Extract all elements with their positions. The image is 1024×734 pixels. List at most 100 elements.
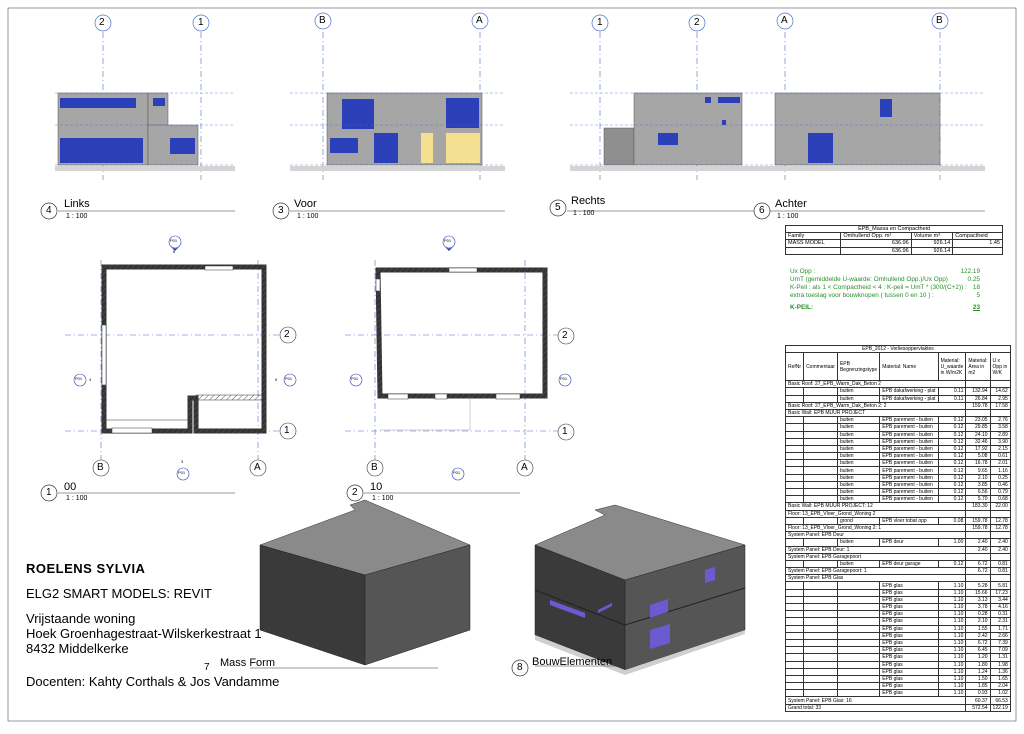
section-marker: P01 [285,376,293,381]
table-cell: 2.10 [965,473,991,482]
table-cell: 1.10 [937,646,967,655]
table-cell [784,495,805,504]
table-cell: 132.94 [965,387,991,396]
table-cell [784,423,805,432]
table-cell [803,394,838,403]
table-cell [784,617,805,626]
bouwelementen-3d [534,504,746,675]
table-cell [784,473,805,482]
table-cell: 0.12 [937,559,967,569]
table-cell [803,653,838,662]
table-cell [836,610,881,619]
table-cell: 0.68 [989,495,1011,504]
view-number: 8 [517,662,523,673]
table-cell [989,380,1011,389]
table-cell: 1.98 [989,660,1011,669]
view-number: 4 [46,205,52,216]
table-cell: 159.78 [965,401,991,410]
table-cell: Floor: 13_EPB_Vloer_Grond_Woning 2: 1 [784,523,967,533]
view-number: 7 [204,662,210,673]
table-cell [803,459,838,468]
table-cell: 1.10 [937,588,967,597]
table-cell: 1.55 [965,624,991,633]
view-scale: 1 : 100 [372,495,394,502]
table-cell [803,495,838,504]
table-cell: EPB glas [879,588,939,597]
table-cell: 0.81 [989,567,1011,576]
plan-00-walls [101,264,267,434]
table-cell: 66.53 [989,696,1011,705]
table-cell: 1.10 [937,667,967,676]
table-cell: EPB glas [879,646,939,655]
grid-label: A [476,15,483,26]
table-cell: 26.84 [965,394,991,403]
table-cell: 6.72 [965,559,991,569]
author-name: ROELENS SYLVIA [26,561,146,576]
kpeil-value: 0.25 [967,276,980,283]
table-cell [784,646,805,655]
kpeil-label: UmT (gemiddelde U-waarde: Omhullend Opp.… [790,276,948,283]
table-cell [836,588,881,597]
table-cell: EPB parement - buiten [879,473,939,482]
table-cell [784,660,805,669]
table-cell [965,408,991,418]
table-cell: 0.12 [937,430,967,439]
table-cell: 6.72 [965,567,991,576]
table-row: System Panel: EPB Garagepoort [784,552,1011,561]
table-cell: buiten [836,559,881,569]
table-cell: Basic Wall: EPB MUUR PROJECT: 12 [784,502,967,511]
table-cell [965,552,991,561]
table-cell: 926.14 [910,239,954,248]
table-cell [784,538,805,547]
table-cell: 6.56 [965,487,991,497]
table-cell: 1.10 [937,653,967,662]
table-cell [803,610,838,619]
table-cell [784,682,805,691]
table-cell: buiten [836,387,881,396]
table-cell [784,437,805,446]
table-cell: EPB vloer tobat opp [879,516,939,525]
table-cell: 2.40 [965,538,991,547]
view-title-links: Links [64,198,90,210]
table-cell [784,459,805,468]
table-cell: buiten [836,538,881,547]
table-header: Family [784,232,842,241]
table-cell: Basic Roof: 27_EPB_Warm_Dak_Beton 2: 2 [784,401,967,410]
kpeil-label: extra toeslag voor bouwknopen ( tussen 0… [790,292,934,299]
table-cell: 1.10 [937,682,967,691]
title-block: ROELENS SYLVIA ELG2 SMART MODELS: REVIT … [26,561,346,689]
grid-label: 1 [198,17,204,28]
table-cell: 1.24 [965,667,991,676]
table-cell: EPB parement - buiten [879,437,939,446]
table-cell: EPB glas [879,617,939,626]
table-cell: System Panel: EPB Garagepoort [784,552,967,561]
table-cell [803,387,838,396]
table-cell: 0.28 [965,610,991,619]
mass-form-3d [259,500,471,666]
table-cell: 12.78 [989,516,1011,525]
table-cell: System Panel: EPB Garagepoort: 1 [784,567,967,576]
table-cell: 5.81 [989,581,1011,590]
table-cell: EPB deur [879,538,939,547]
grid-label: 2 [99,17,105,28]
table-cell: 1.10 [937,624,967,633]
table-cell: buiten [836,437,881,446]
table-cell: 2.89 [989,430,1011,439]
section-marker: P01 [75,376,83,381]
table-cell: 0.12 [937,452,967,461]
table-cell [836,689,881,698]
table-cell: EPB deur garage [879,559,939,569]
table-cell [989,509,1011,518]
table-cell [989,408,1011,418]
table-cell [784,602,805,612]
table-cell [803,674,838,684]
